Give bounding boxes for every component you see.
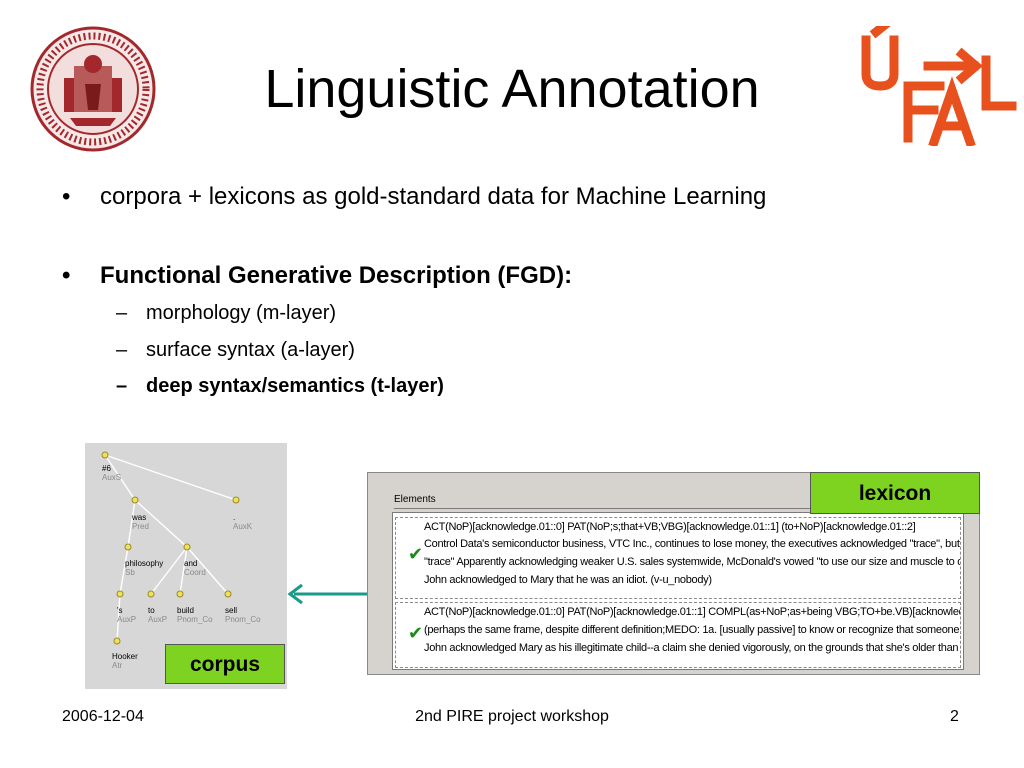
tree-node-function: Pnom_Co (225, 615, 261, 624)
tree-node-function: AuxP (117, 615, 137, 624)
university-seal-logo (30, 26, 156, 152)
lexicon-entry[interactable]: ✔ ACT(NoP)[acknowledge.01::0] PAT(NoP;s;… (395, 517, 961, 599)
tree-node-form: to (148, 606, 155, 615)
tree-node[interactable]: . AuxK (233, 513, 252, 531)
tree-node-form: philosophy (125, 559, 164, 568)
tree-node-form: #6 (102, 464, 111, 473)
tree-node-function: Atr (112, 661, 123, 670)
slide-title: Linguistic Annotation (264, 59, 760, 119)
tree-node-function: Pnom_Co (177, 615, 213, 624)
footer-page-number: 2 (950, 708, 959, 725)
lexicon-label: lexicon (810, 472, 980, 514)
tree-node-function: Sb (125, 568, 135, 577)
subbullet-text: deep syntax/semantics (t-layer) (146, 375, 444, 397)
lexicon-line: ACT(NoP)[acknowledge.01::0] PAT(NoP;s;th… (424, 521, 916, 533)
bullet-text: Functional Generative Description (FGD): (100, 262, 573, 289)
tree-node[interactable]: build Pnom_Co (177, 606, 213, 624)
bullet-marker: • (62, 262, 71, 289)
tree-node-function: Coord (184, 568, 206, 577)
checkmark-icon: ✔ (408, 623, 424, 643)
lexicon-line: John acknowledged Mary as his illegitima… (424, 642, 961, 654)
elements-header-label: Elements (394, 494, 436, 505)
tree-node-form: . (233, 513, 236, 522)
tree-node-function: AuxP (148, 615, 168, 624)
tree-node-function: AuxK (233, 522, 253, 531)
tree-node[interactable]: was Pred (132, 513, 149, 531)
tree-node[interactable]: and Coord (184, 559, 206, 577)
tree-node-form: was (132, 513, 147, 522)
lexicon-line: John acknowledged to Mary that he was an… (424, 574, 712, 586)
tree-node-form: 's (117, 606, 123, 615)
lexicon-line: "trace" Apparently acknowledging weaker … (424, 556, 961, 568)
tree-node-function: AuxS (102, 473, 122, 482)
checkmark-icon: ✔ (408, 544, 424, 564)
subbullet-marker: – (116, 375, 128, 397)
footer-date: 2006-12-04 (62, 708, 144, 725)
tree-node[interactable]: sell Pnom_Co (225, 606, 261, 624)
lexicon-entry[interactable]: ✔ ACT(NoP)[acknowledge.01::0] PAT(NoP)[a… (395, 602, 961, 668)
subbullet-marker: – (116, 339, 128, 361)
tree-node[interactable]: #6 AuxS (102, 464, 121, 482)
bullet-marker: • (62, 183, 71, 210)
tree-node-form: build (177, 606, 194, 615)
lexicon-line: (perhaps the same frame, despite differe… (424, 624, 961, 636)
tree-edges (101, 451, 240, 645)
corpus-label: corpus (165, 644, 285, 684)
subbullet-text: surface syntax (a-layer) (146, 339, 355, 361)
lexicon-line: ACT(NoP)[acknowledge.01::0] PAT(NoP)[ack… (424, 606, 961, 618)
tree-node[interactable]: 's AuxP (117, 606, 136, 624)
subbullet-marker: – (116, 302, 128, 324)
tree-node-form: and (184, 559, 198, 568)
tree-node[interactable]: philosophy Sb (125, 559, 163, 577)
tree-node[interactable]: to AuxP (148, 606, 167, 624)
tree-node[interactable]: Hooker Atr (112, 652, 138, 670)
footer-event: 2nd PIRE project workshop (415, 708, 609, 725)
tree-node-function: Pred (132, 522, 149, 531)
bullet-text: corpora + lexicons as gold-standard data… (100, 183, 767, 210)
ufal-logo (858, 17, 1018, 148)
lexicon-line: Control Data's semiconductor business, V… (424, 538, 961, 550)
tree-node-form: Hooker (112, 652, 138, 661)
elements-header: Elements (394, 494, 964, 510)
tree-node-form: sell (225, 606, 238, 615)
subbullet-text: morphology (m-layer) (146, 302, 337, 324)
lexicon-entries-list[interactable]: ✔ ACT(NoP)[acknowledge.01::0] PAT(NoP;s;… (392, 512, 964, 670)
